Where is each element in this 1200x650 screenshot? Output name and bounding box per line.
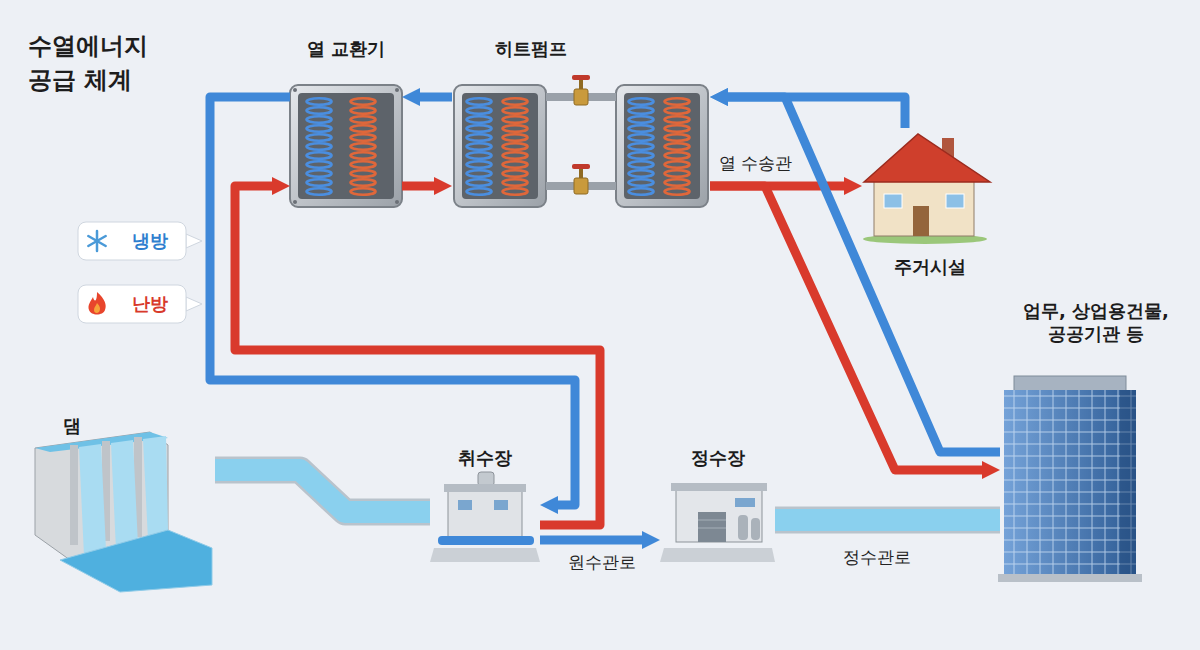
channel-outline: [775, 507, 1000, 534]
node-label: 열 교환기: [290, 38, 402, 61]
heat-exchanger-drawing: [290, 85, 402, 207]
node-label: 취수장: [430, 447, 540, 470]
node-label: 정수장: [660, 447, 775, 470]
node-label: 히트펌프: [452, 38, 610, 61]
pipe-connector: [722, 97, 905, 128]
dam-drawing: [35, 432, 212, 592]
pipe-connector: [540, 536, 648, 545]
intake-station-drawing: [430, 472, 540, 562]
office-building-drawing: [998, 376, 1142, 582]
heat-pump-drawing: [454, 75, 708, 207]
pipe-connector: [722, 97, 1000, 452]
office-building: 업무, 상업용건물, 공공기관 등: [1000, 300, 1192, 585]
heat-pump: 히트펌프: [452, 38, 710, 210]
cooling-badge: 냉방: [78, 222, 186, 260]
pipe-connector: [402, 182, 440, 191]
dam: 댐: [25, 415, 215, 595]
house-drawing: [863, 134, 990, 244]
intake-station: 취수장: [430, 447, 540, 569]
node-label: 주거시설: [862, 256, 997, 279]
pipe-connector: [210, 97, 575, 505]
pipe-connector: [710, 186, 988, 470]
node-label: 난방: [114, 293, 186, 316]
node-label: 냉방: [114, 230, 186, 253]
node-label: 업무, 상업용건물, 공공기관 등: [1000, 300, 1192, 345]
heat-exchanger: 열 교환기: [290, 38, 402, 210]
pipe-label: 원수관로: [565, 552, 639, 572]
node-label: 댐: [63, 415, 215, 438]
diagram-title: 수열에너지 공급 체계: [28, 30, 178, 97]
heating-badge: 난방: [78, 285, 186, 323]
water-channel: [215, 470, 430, 512]
house: 주거시설: [862, 128, 997, 278]
mode-badges: [78, 222, 202, 323]
pipe-label: 열 수송관: [716, 153, 795, 173]
water-treatment-plant: 정수장: [660, 447, 775, 569]
pipe-connector: [414, 93, 452, 102]
water-plant-drawing: [660, 483, 775, 562]
channel-outline: [215, 470, 430, 512]
pipe-label: 정수관로: [840, 547, 914, 567]
water-channel: [775, 509, 1000, 531]
